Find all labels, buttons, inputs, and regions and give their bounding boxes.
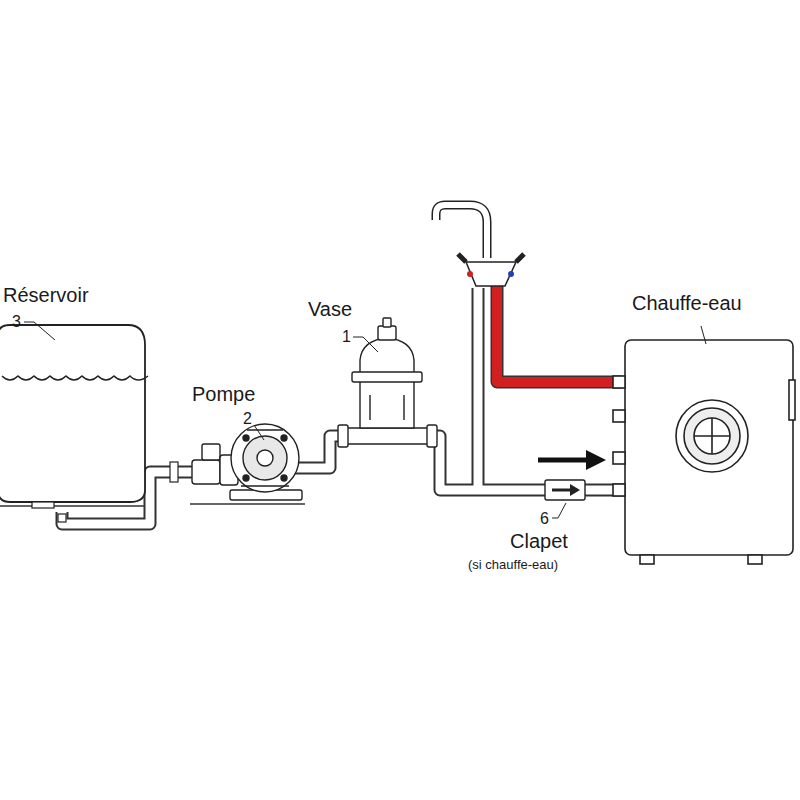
callout-number: 6 <box>540 510 549 528</box>
part-label: Pompe <box>192 383 255 405</box>
callout-number: 3 <box>12 313 21 331</box>
leader-line <box>24 322 706 518</box>
tank-reservoir <box>0 325 178 522</box>
tap-faucet <box>436 205 524 286</box>
expansion-vessel <box>338 318 437 447</box>
part-label: Chauffe-eau <box>632 292 742 314</box>
part-label: Réservoir <box>3 284 89 306</box>
flow-arrow <box>538 450 606 470</box>
part-label: Clapet <box>510 530 568 552</box>
pump-symbol <box>192 424 302 500</box>
water-heater <box>613 340 795 564</box>
check-valve <box>545 480 585 500</box>
water-pipe <box>62 288 625 524</box>
part-label: Vase <box>308 298 352 320</box>
callout-number: 1 <box>342 328 351 346</box>
part-note: (si chauffe-eau) <box>468 558 558 572</box>
callout-number: 2 <box>243 410 252 428</box>
hot-water-pipe <box>497 286 622 382</box>
